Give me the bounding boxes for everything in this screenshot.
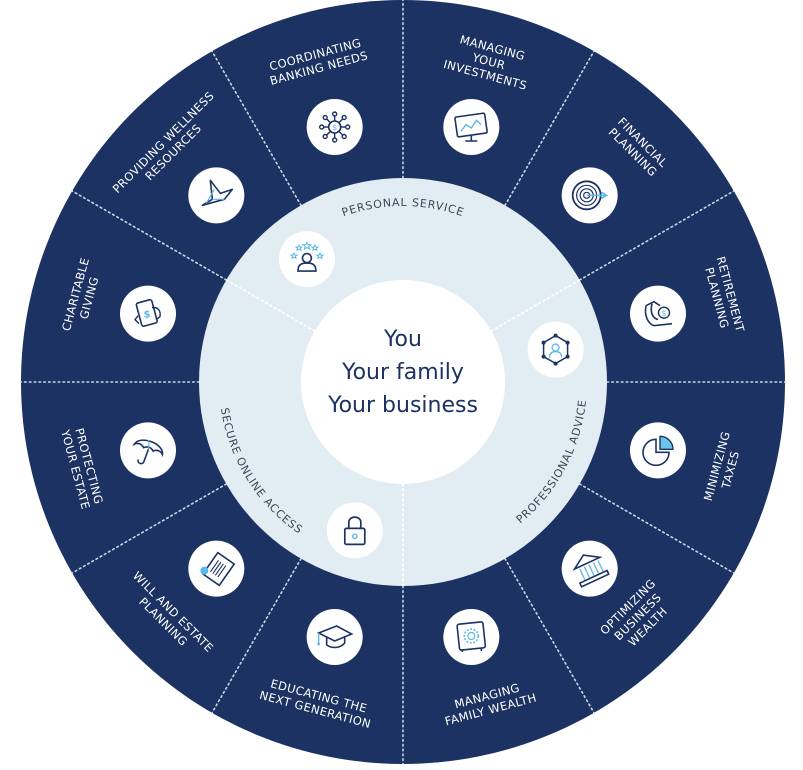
outer-ring-dividers	[20, 0, 786, 765]
outer-divider	[578, 483, 735, 574]
icon-badge	[278, 231, 335, 288]
outer-divider	[211, 557, 302, 714]
icon-badge	[188, 167, 245, 224]
outer-divider	[504, 50, 595, 207]
banking-network-icon	[318, 111, 351, 143]
center-line-family: Your family	[341, 360, 464, 385]
icon-badge	[326, 502, 383, 559]
center-line-business: Your business	[327, 393, 478, 418]
outer-divider	[71, 190, 228, 281]
icon-badge	[443, 609, 500, 666]
center-line-you: You	[383, 327, 422, 352]
center-text-group: You Your family Your business	[327, 327, 478, 418]
inner-divider	[490, 279, 581, 332]
inner-divider	[225, 279, 316, 332]
icon-badge	[561, 540, 618, 597]
outer-divider	[211, 50, 302, 207]
icon-badge	[527, 321, 584, 378]
outer-divider	[71, 483, 228, 574]
outer-divider	[578, 190, 735, 281]
center-circle	[301, 280, 505, 484]
outer-divider	[504, 557, 595, 714]
icon-badge	[630, 422, 687, 479]
inner-ring-dividers	[225, 279, 581, 587]
icon-badge	[306, 609, 363, 666]
